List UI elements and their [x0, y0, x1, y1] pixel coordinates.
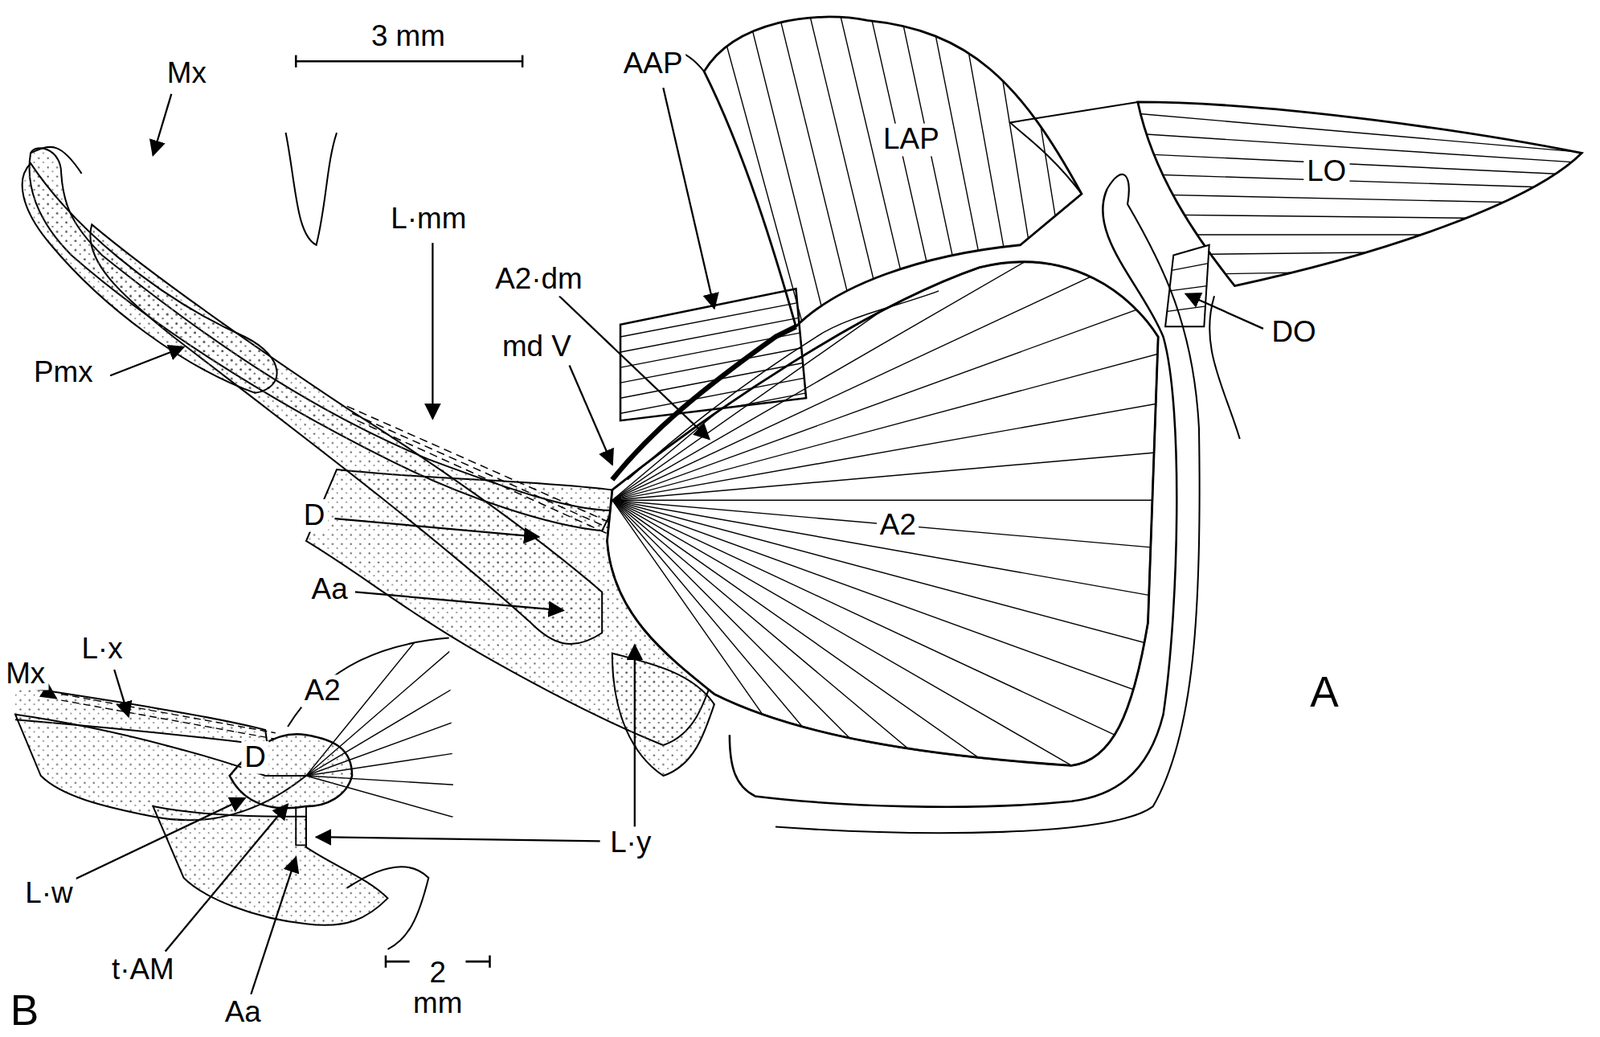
scale-bar-label: 2 mm	[409, 956, 467, 1019]
muscle-label: A2	[301, 674, 344, 707]
muscle-label: LO	[1303, 155, 1350, 188]
scale-bar-label: 3 mm	[368, 20, 449, 53]
ligament-label: L·w	[21, 876, 76, 909]
nerve-label: md V	[499, 330, 575, 363]
tendon-label: t·AM	[108, 953, 177, 986]
bone-label: Aa	[308, 573, 352, 606]
muscle-label: DO	[1268, 316, 1320, 349]
ligament-label: L·x	[78, 632, 127, 665]
bone-label: Pmx	[30, 356, 96, 389]
muscle-label: AAP	[620, 48, 686, 81]
muscle-label: A2·dm	[491, 263, 586, 296]
ligament-label: L·y	[606, 826, 655, 860]
bone-label: D	[241, 740, 269, 774]
bone-label: Aa	[221, 995, 265, 1028]
muscle-label: A2	[876, 509, 920, 542]
panel-letter: A	[1307, 668, 1343, 717]
bone-label: Mx	[2, 657, 49, 690]
ligament-label: L·mm	[387, 203, 470, 236]
muscle-label: LAP	[879, 123, 942, 156]
bone-label: D	[300, 499, 328, 532]
panel-letter: B	[7, 986, 42, 1035]
bone-label: Mx	[163, 57, 210, 90]
